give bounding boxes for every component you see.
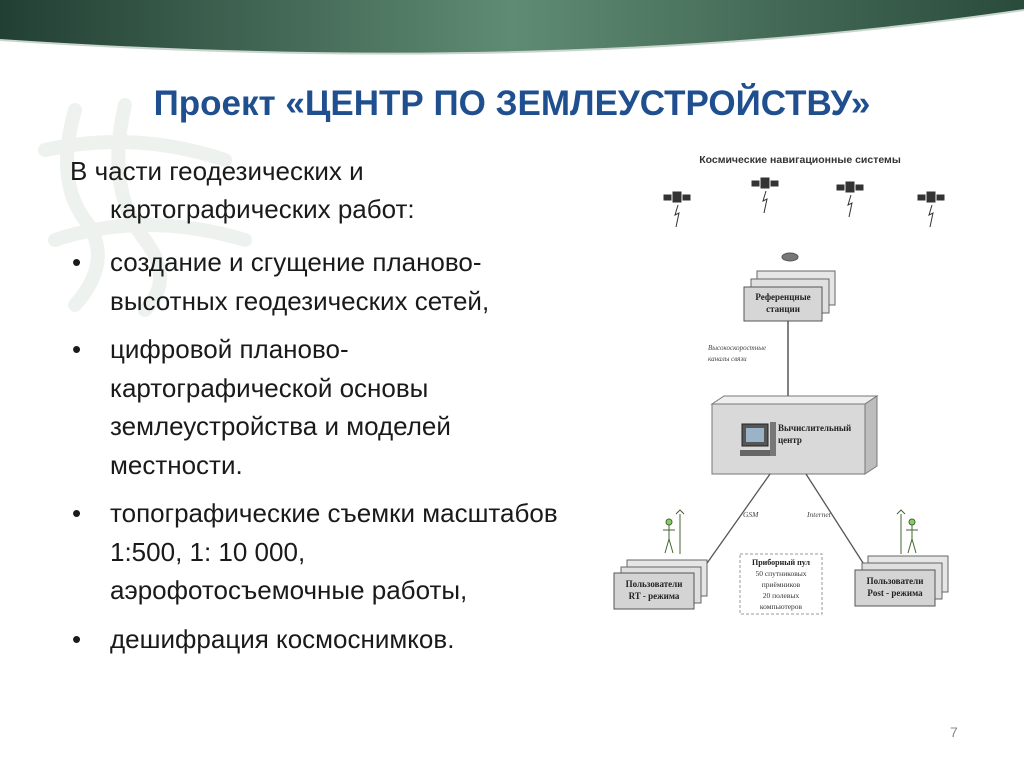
instrument-pool-label-3: приёмников xyxy=(762,580,801,589)
intro-text: В части геодезических и картографических… xyxy=(70,152,590,228)
gsm-label: GSM xyxy=(743,510,759,519)
instrument-pool-box: Приборный пул 50 спутниковых приёмников … xyxy=(739,553,823,615)
bullet-item: • дешифрация космоснимков. xyxy=(70,620,595,659)
intro-line-1: В части геодезических и xyxy=(70,156,364,186)
satellite-icon xyxy=(836,181,864,218)
users-rt-label-2: RT - режима xyxy=(629,591,680,601)
surveyor-figure-icon xyxy=(663,509,685,554)
bullet-text: цифровой планово-картографической основы… xyxy=(110,334,451,480)
surveyor-figure-icon xyxy=(896,509,918,554)
network-diagram: Космические навигационные системы Рефере… xyxy=(613,154,949,615)
intro-line-2: картографических работ: xyxy=(110,194,415,224)
satellite-icon xyxy=(663,191,691,228)
computing-center-box: Вычислительный центр xyxy=(710,395,879,475)
bullet-item: • создание и сгущение планово-высотных г… xyxy=(70,243,595,320)
internet-link-line xyxy=(805,473,866,567)
bullet-list: • создание и сгущение планово-высотных г… xyxy=(70,243,590,668)
bullet-dot: • xyxy=(72,247,82,277)
internet-label: Internet xyxy=(806,510,832,519)
watermark-monogram xyxy=(38,98,252,317)
computer-icon xyxy=(740,422,776,456)
bullet-dot: • xyxy=(72,623,82,654)
slide-title: Проект «ЦЕНТР ПО ЗЕМЛЕУСТРОЙСТВУ» xyxy=(153,84,871,123)
users-rt-box: Пользователи RT - режима xyxy=(613,559,708,610)
channel-label-2: каналы связи xyxy=(708,355,747,363)
instrument-pool-label-1: Приборный пул xyxy=(752,558,811,567)
users-rt-label-1: Пользователи xyxy=(626,579,683,589)
bullet-text: создание и сгущение планово-высотных гео… xyxy=(110,247,490,316)
satellite-icon xyxy=(751,177,779,214)
bullet-dot: • xyxy=(72,498,82,528)
users-post-box: Пользователи Post - режима xyxy=(854,555,949,607)
users-post-label-2: Post - режима xyxy=(867,588,923,598)
instrument-pool-label-5: компьютеров xyxy=(760,602,803,611)
satellite-icon xyxy=(917,191,945,228)
computing-center-label-2: центр xyxy=(778,435,802,445)
bullet-text: топографические съемки масштабов 1:500, … xyxy=(110,498,558,605)
gsm-link-line xyxy=(704,473,771,567)
page-number: 7 xyxy=(950,724,958,740)
instrument-pool-label-4: 20 полевых xyxy=(763,591,800,600)
bullet-text: дешифрация космоснимков. xyxy=(110,623,455,654)
instrument-pool-label-2: 50 спутниковых xyxy=(755,569,806,578)
reference-stations-label-1: Референцные xyxy=(755,292,810,302)
diagram-top-label: Космические навигационные системы xyxy=(699,154,901,166)
channel-label-1: Высокоскоростные xyxy=(708,344,766,352)
computing-center-label-1: Вычислительный xyxy=(778,423,851,433)
users-post-label-1: Пользователи xyxy=(867,576,924,586)
bullet-item: • топографические съемки масштабов 1:500… xyxy=(70,494,560,610)
reference-stations-box: Референцные станции xyxy=(743,270,836,322)
header-band xyxy=(0,0,1024,55)
bullet-dot: • xyxy=(72,334,82,364)
antenna-icon xyxy=(781,252,799,262)
reference-stations-label-2: станции xyxy=(766,304,800,314)
bullet-item: • цифровой планово-картографической осно… xyxy=(70,330,560,484)
